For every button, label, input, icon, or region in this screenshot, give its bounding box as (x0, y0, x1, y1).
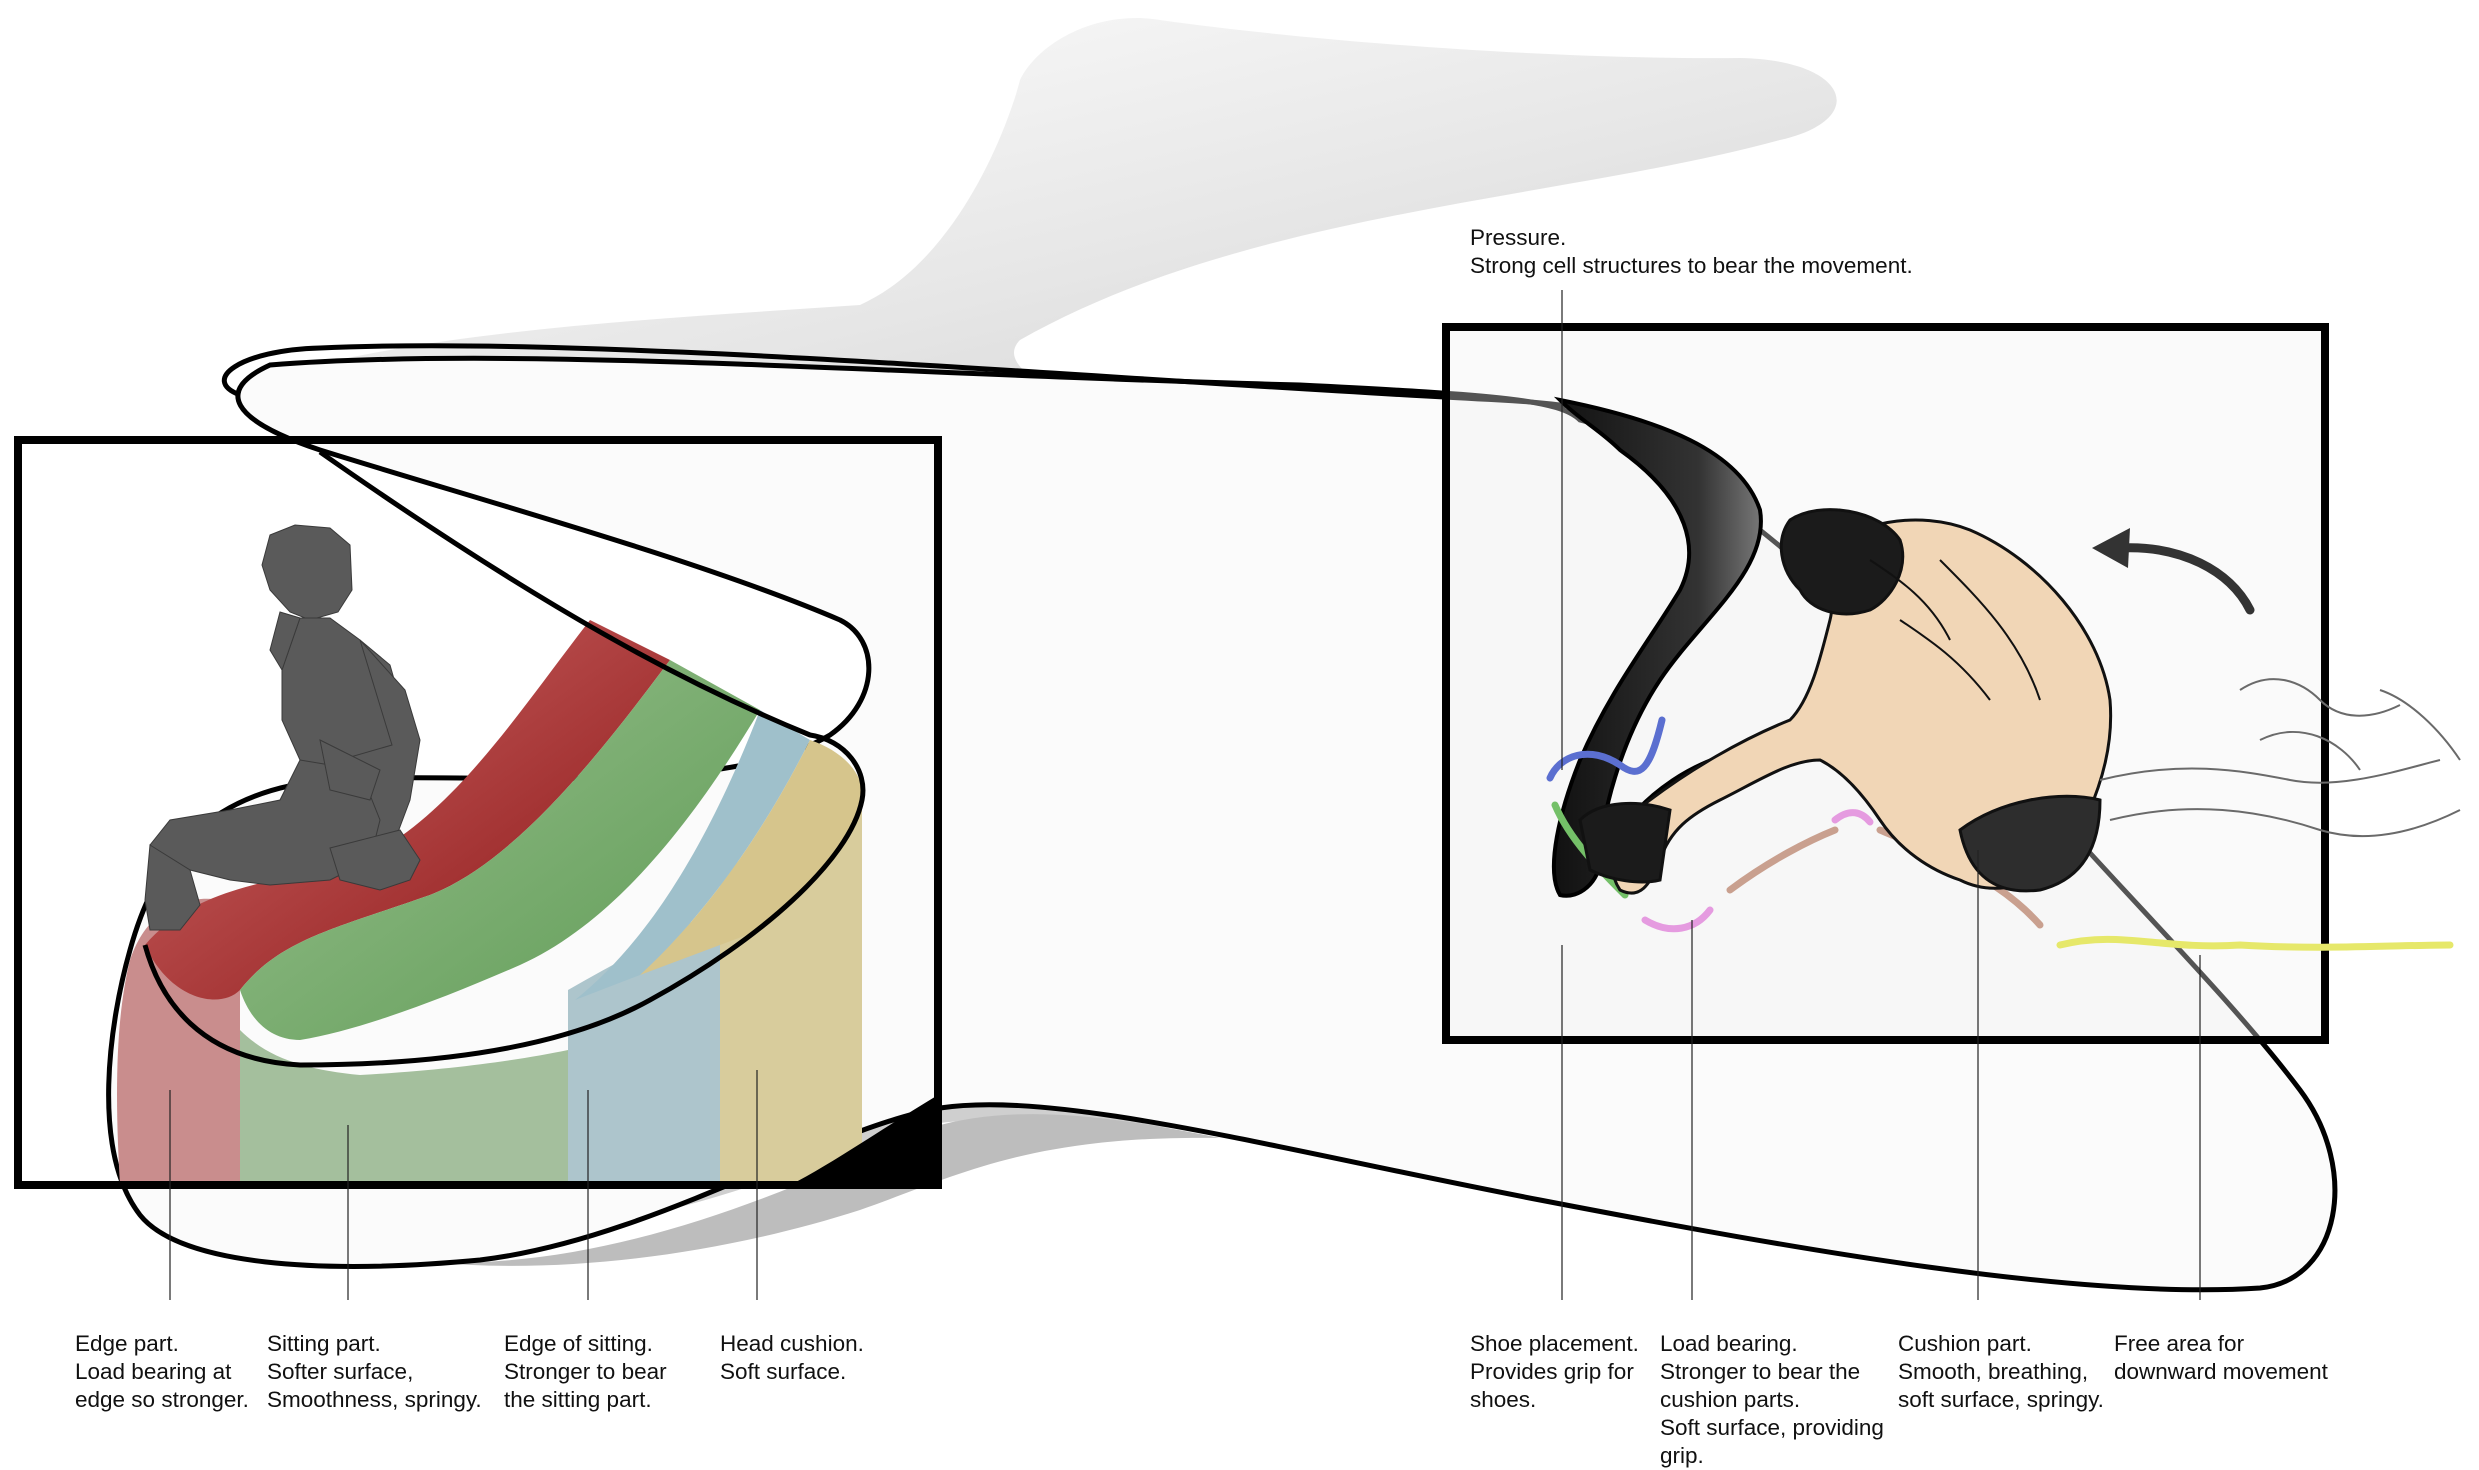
caption-line: Provides grip for (1470, 1358, 1639, 1386)
caption-line: Stronger to bear (504, 1358, 667, 1386)
caption-line: Stronger to bear the (1660, 1358, 1884, 1386)
caption-line: Sitting part. (267, 1330, 482, 1358)
caption-line: cushion parts. (1660, 1386, 1884, 1414)
caption-line: Soft surface. (720, 1358, 864, 1386)
seated-person-figure (145, 525, 420, 930)
caption-line: Edge part. (75, 1330, 249, 1358)
caption-edge-part: Edge part. Load bearing at edge so stron… (75, 1330, 249, 1414)
caption-line: Load bearing. (1660, 1330, 1884, 1358)
caption-line: Softer surface, (267, 1358, 482, 1386)
caption-head-cushion: Head cushion. Soft surface. (720, 1330, 864, 1386)
pressure-note-line-1: Pressure. (1470, 224, 1913, 252)
caption-line: Smoothness, springy. (267, 1386, 482, 1414)
caption-line: Load bearing at (75, 1358, 249, 1386)
caption-line: Soft surface, providing (1660, 1414, 1884, 1442)
pressure-note: Pressure. Strong cell structures to bear… (1470, 224, 1913, 280)
caption-line: Shoe placement. (1470, 1330, 1639, 1358)
caption-sitting-part: Sitting part. Softer surface, Smoothness… (267, 1330, 482, 1414)
caption-edge-of-sitting: Edge of sitting. Stronger to bear the si… (504, 1330, 667, 1414)
caption-line: edge so stronger. (75, 1386, 249, 1414)
caption-free-area: Free area for downward movement (2114, 1330, 2328, 1386)
caption-cushion-part: Cushion part. Smooth, breathing, soft su… (1898, 1330, 2104, 1414)
caption-load-bearing: Load bearing. Stronger to bear the cushi… (1660, 1330, 1884, 1470)
caption-line: Free area for (2114, 1330, 2328, 1358)
caption-line: grip. (1660, 1442, 1884, 1470)
caption-line: Cushion part. (1898, 1330, 2104, 1358)
caption-line: downward movement (2114, 1358, 2328, 1386)
caption-line: Edge of sitting. (504, 1330, 667, 1358)
caption-line: shoes. (1470, 1386, 1639, 1414)
caption-line: Smooth, breathing, (1898, 1358, 2104, 1386)
caption-line: Head cushion. (720, 1330, 864, 1358)
pressure-note-line-2: Strong cell structures to bear the movem… (1470, 252, 1913, 280)
caption-line: soft surface, springy. (1898, 1386, 2104, 1414)
caption-line: the sitting part. (504, 1386, 667, 1414)
caption-shoe-placement: Shoe placement. Provides grip for shoes. (1470, 1330, 1639, 1414)
